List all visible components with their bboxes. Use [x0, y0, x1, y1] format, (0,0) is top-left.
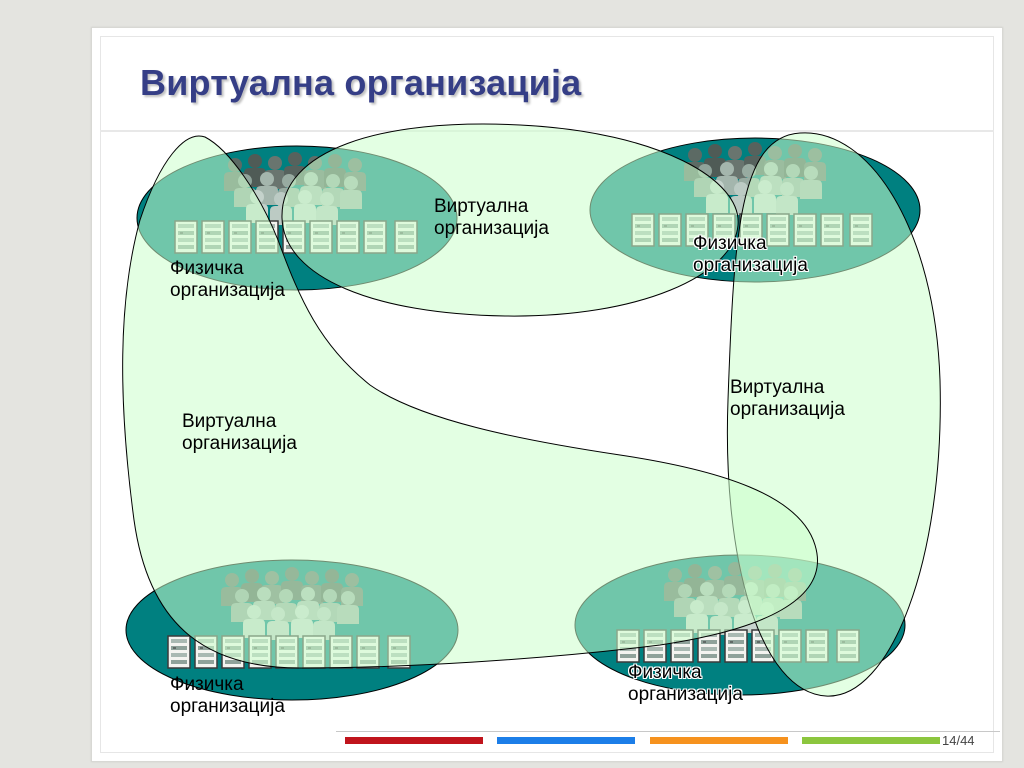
virtual-org-left-region: [122, 135, 818, 669]
virtual-org-label-left: Виртуална организација: [182, 411, 297, 455]
page-number: 14/44: [942, 733, 975, 748]
slide-title: Виртуална организација: [140, 62, 582, 103]
footer-bar-blue: [497, 737, 635, 744]
label-line: организација: [182, 433, 297, 454]
label-line: Виртуална: [730, 377, 825, 398]
label-line: Физичка: [170, 258, 244, 279]
footer-bar-orange: [650, 737, 788, 744]
label-line: Виртуална: [434, 196, 529, 217]
physical-org-label-top-right: Физичка организација: [693, 233, 808, 277]
label-line: организација: [628, 684, 743, 705]
label-line: Физичка: [170, 674, 244, 695]
label-line: Виртуална: [182, 411, 277, 432]
label-line: организација: [693, 255, 808, 276]
virtual-org-label-top: Виртуална организација: [434, 196, 549, 240]
virtual-org-label-right: Виртуална организација: [730, 377, 845, 421]
label-line: организација: [434, 218, 549, 239]
physical-org-label-top-left: Физичка организација: [170, 258, 285, 302]
footer-bar-red: [345, 737, 483, 744]
label-line: организација: [170, 696, 285, 717]
physical-org-label-bottom-right: Физичка организација: [628, 662, 743, 706]
footer-divider: [336, 731, 1000, 732]
virtual-org-top-region: [281, 123, 739, 317]
label-line: Физичка: [693, 233, 767, 254]
physical-org-label-bottom-left: Физичка организација: [170, 674, 285, 718]
footer-bar-green: [802, 737, 940, 744]
label-line: организација: [170, 280, 285, 301]
label-line: Физичка: [628, 662, 702, 683]
slide-frame: [100, 36, 994, 753]
label-line: организација: [730, 399, 845, 420]
